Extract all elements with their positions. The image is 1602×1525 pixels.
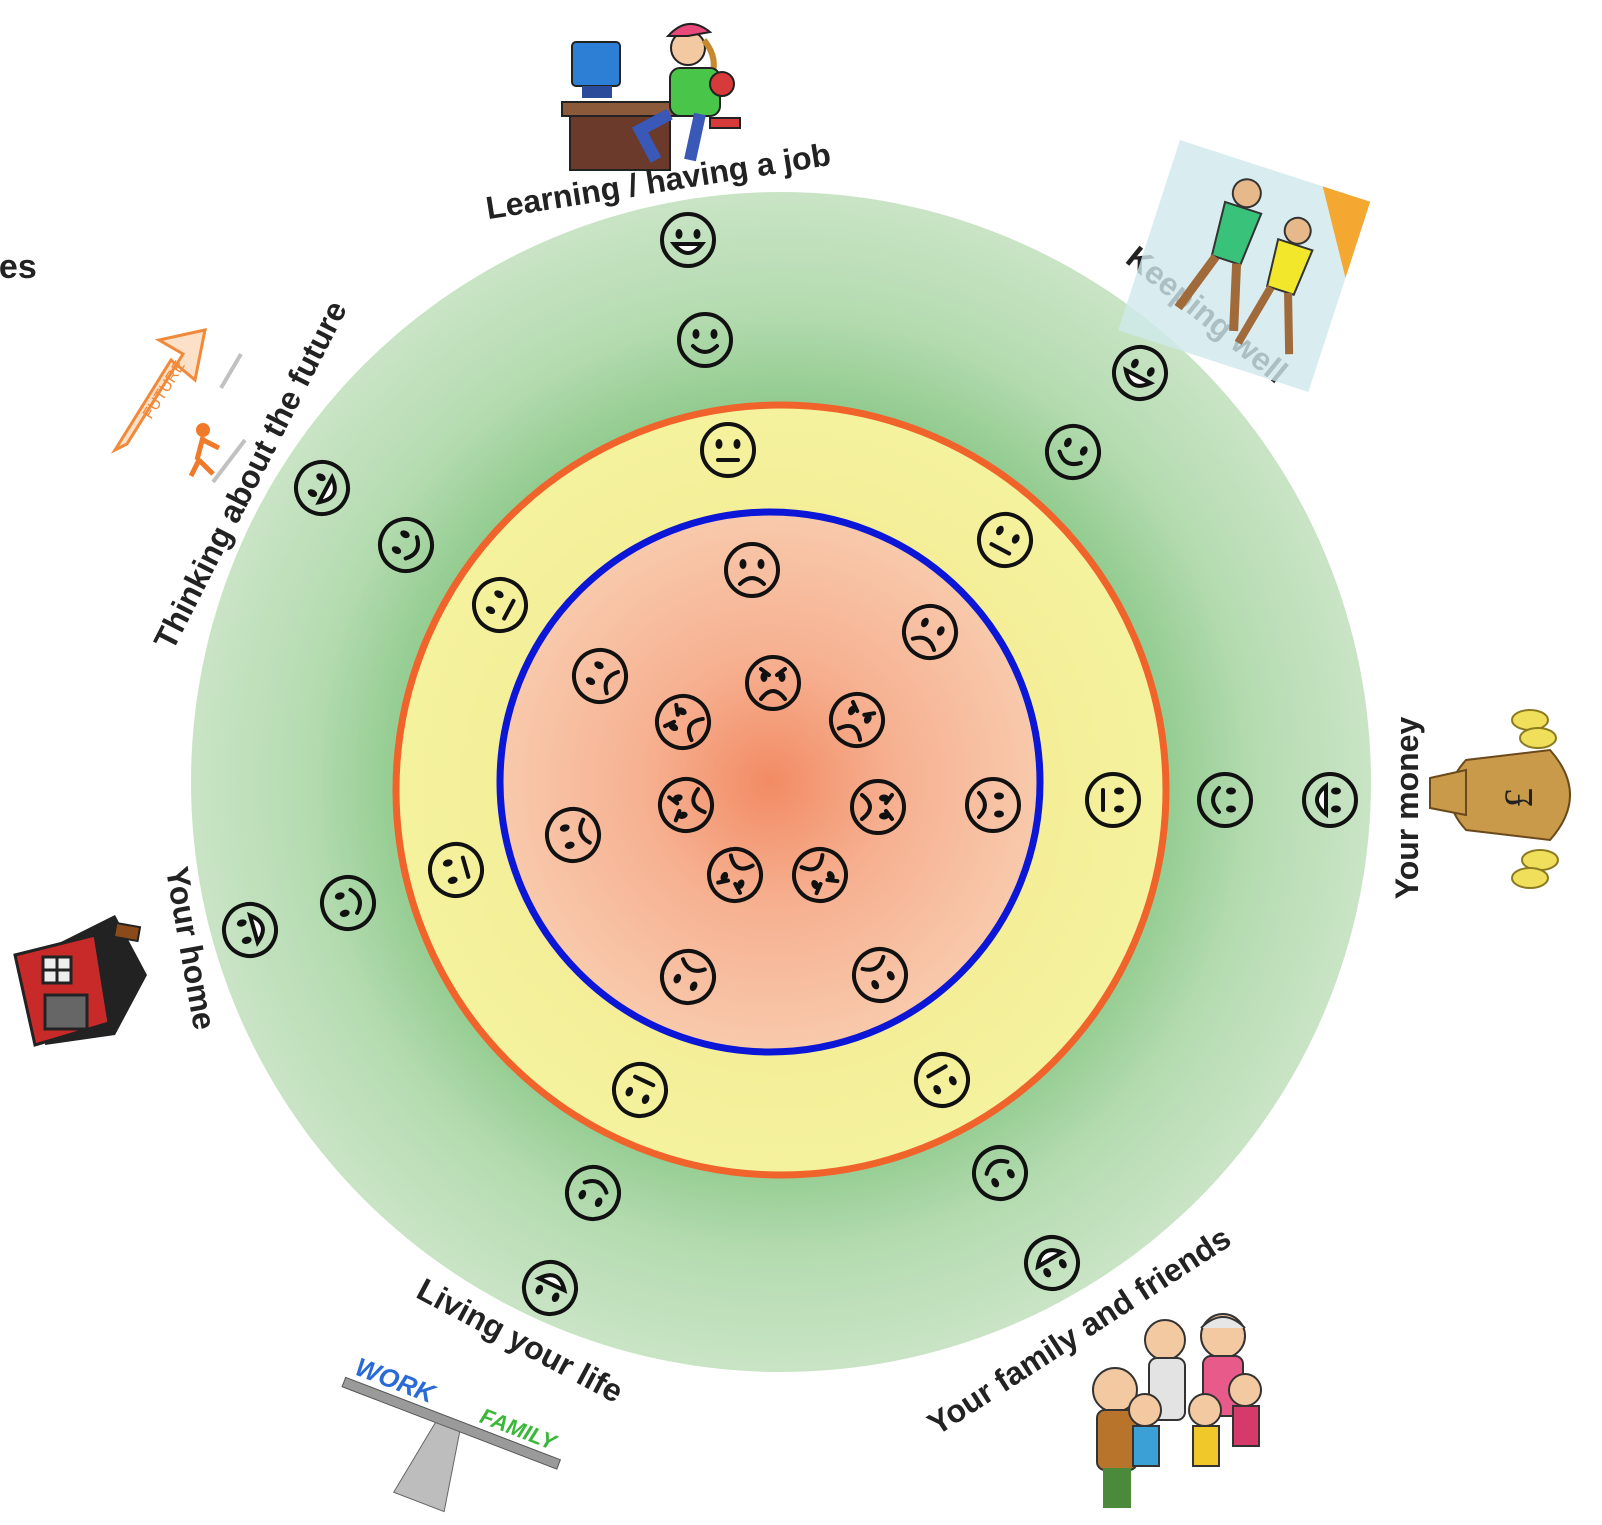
people-jogging-icon — [1118, 139, 1371, 393]
mood-face-neutral — [977, 512, 1033, 568]
mood-face-happy — [677, 312, 733, 368]
mood-face-happy — [378, 517, 434, 573]
mood-face-very-sad — [658, 777, 714, 833]
mood-faces — [222, 212, 1358, 1316]
mood-face-sad — [902, 604, 958, 660]
mood-face-neutral — [472, 577, 528, 633]
inner-red-disc — [500, 512, 1040, 1052]
mood-face-happy — [972, 1145, 1028, 1201]
mood-face-sad — [724, 542, 780, 598]
orange-boundary-circle — [392, 401, 1170, 1179]
mood-face-sad — [572, 648, 628, 704]
partial-edge-label: ces — [0, 248, 37, 286]
mood-face-sad — [852, 947, 908, 1003]
segment-label-money: Your money — [1389, 717, 1425, 900]
mood-face-happy — [320, 875, 376, 931]
mood-face-very-happy — [222, 902, 278, 958]
mood-face-neutral — [700, 422, 756, 478]
mood-face-very-sad — [792, 847, 848, 903]
mood-face-sad — [660, 949, 716, 1005]
mood-face-very-happy — [1302, 772, 1358, 828]
mood-face-very-happy — [294, 460, 350, 516]
mood-face-very-sad — [745, 655, 801, 711]
mood-face-very-sad — [707, 847, 763, 903]
blue-boundary-circle — [496, 508, 1044, 1056]
svg-text:FUTURE: FUTURE — [140, 358, 189, 422]
mood-face-neutral — [612, 1062, 668, 1118]
mood-face-very-happy — [1024, 1235, 1080, 1291]
mood-face-very-sad — [829, 692, 885, 748]
svg-text:£: £ — [1496, 788, 1541, 808]
mood-face-neutral — [914, 1052, 970, 1108]
house-icon — [13, 915, 147, 1047]
mood-face-very-happy — [660, 212, 716, 268]
mood-face-happy — [1045, 424, 1101, 480]
mood-face-happy — [565, 1165, 621, 1221]
mood-face-sad — [545, 807, 601, 863]
mood-face-neutral — [428, 842, 484, 898]
mood-face-sad — [965, 777, 1021, 833]
student-at-computer-icon — [561, 23, 741, 171]
mood-face-very-sad — [655, 694, 711, 750]
mood-face-very-happy — [522, 1260, 578, 1316]
future-arrow-icon: FUTURE — [110, 328, 247, 484]
mood-face-very-sad — [850, 779, 906, 835]
mood-face-happy — [1197, 772, 1253, 828]
money-bag-icon: £ — [1429, 709, 1571, 889]
family-group-icon — [1092, 1313, 1262, 1508]
work-family-balance-icon: WORK FAMILY — [341, 1351, 562, 1513]
mood-face-neutral — [1085, 772, 1141, 828]
mood-face-very-happy — [1112, 345, 1168, 401]
